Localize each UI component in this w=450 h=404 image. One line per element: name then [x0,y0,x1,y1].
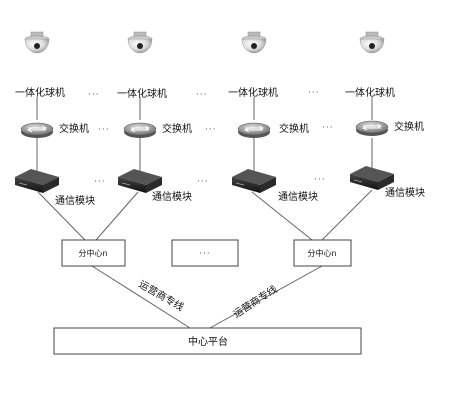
communication-module-icon [232,169,276,193]
camera-label: 一体化球机 [117,87,167,100]
switch-label: 交换机 [59,122,89,135]
switch-label: 交换机 [162,122,192,135]
vertical-links [36,97,373,172]
carrier-line-label: 运营商专线 [231,282,280,320]
more-cameras-ellipsis: ··· [88,90,100,100]
comm-module-label: 通信模块 [385,187,425,199]
comm-module-label: 通信模块 [55,195,95,207]
network-switch-icon [20,122,54,138]
network-switch-icon [355,120,389,136]
network-switch-icon [237,122,271,138]
network-switch-icon [123,122,157,138]
more-subcenters-ellipsis: ··· [199,249,211,259]
center-platform-label: 中心平台 [188,335,228,348]
sub-center-box: 分中心n [293,239,352,267]
more-cameras-ellipsis: ··· [196,90,208,100]
camera-label: 一体化球机 [15,86,65,99]
communication-module-icon [118,169,162,193]
more-modules-ellipsis: ··· [314,175,326,185]
module-to-subcenter-links [37,189,373,241]
carrier-line-label: 运营商专线 [137,277,187,313]
sub-center-box: 分中心n [61,239,126,267]
dome-camera-icon [127,31,153,54]
sub-center-label: 分中心n [78,248,107,258]
communication-module-icon [15,169,59,193]
more-modules-ellipsis: ··· [197,177,209,187]
more-cameras-ellipsis: ··· [308,88,320,98]
dome-camera-icon [24,31,50,54]
placeholder-box: ··· [171,239,239,267]
more-switches-ellipsis: ··· [98,125,110,135]
camera-label: 一体化球机 [228,86,278,99]
dome-camera-icon [359,31,385,54]
camera-label: 一体化球机 [345,86,395,99]
comm-module-label: 通信模块 [152,191,192,203]
switch-label: 交换机 [279,122,309,135]
more-modules-ellipsis: ··· [94,177,106,187]
center-platform-box: 中心平台 [53,327,362,355]
more-switches-ellipsis: ··· [205,125,217,135]
switch-label: 交换机 [394,120,424,133]
more-switches-ellipsis: ··· [322,123,334,133]
comm-module-label: 通信模块 [278,191,318,203]
dome-camera-icon [241,31,267,54]
communication-module-icon [350,166,394,190]
sub-center-label: 分中心n [307,248,336,258]
subcenter-to-center-links [91,265,323,329]
